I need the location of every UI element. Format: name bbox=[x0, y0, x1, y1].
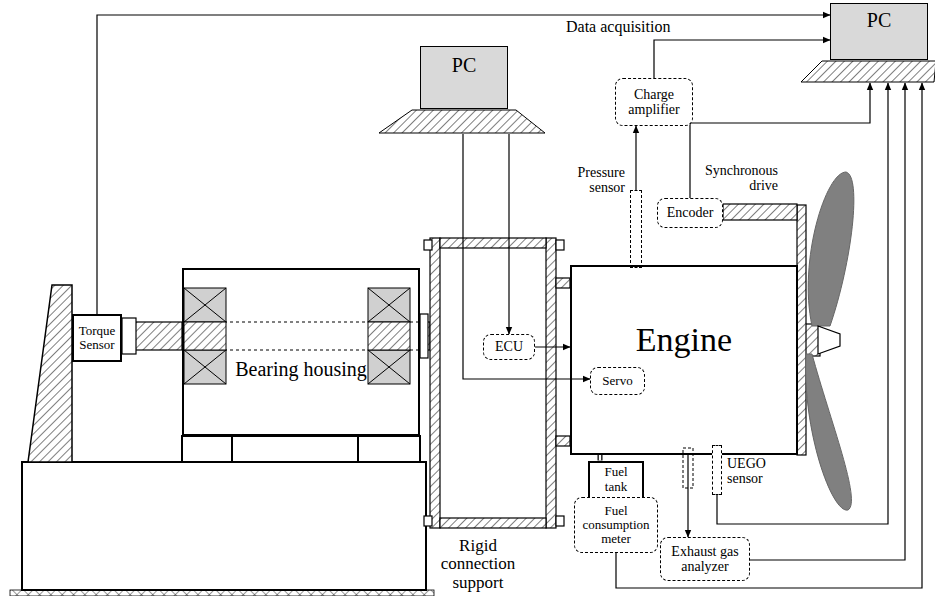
engine-box: EngineServo bbox=[570, 265, 798, 455]
propeller-hub bbox=[818, 326, 840, 354]
signal-connector bbox=[636, 126, 637, 190]
process-box: Encoder bbox=[657, 198, 723, 228]
node-label: UEGO sensor bbox=[727, 456, 799, 487]
connector-line bbox=[635, 126, 636, 190]
text-holder: Encoder bbox=[658, 199, 722, 227]
bearing bbox=[184, 288, 226, 384]
torque-stand bbox=[28, 285, 72, 462]
signal-connector bbox=[690, 83, 870, 198]
signal-connector bbox=[688, 455, 689, 537]
text-holder: Exhaust gas analyzer bbox=[661, 538, 749, 580]
bearing bbox=[368, 288, 410, 384]
part-label: Synchronous drive bbox=[684, 163, 778, 193]
node-label: Torque Sensor bbox=[76, 324, 118, 353]
housing-support bbox=[182, 436, 420, 462]
node-label: Encoder bbox=[667, 205, 714, 220]
connector-line bbox=[717, 83, 888, 524]
connector-line bbox=[687, 455, 688, 537]
propeller-blade bbox=[808, 172, 854, 326]
computer: PC bbox=[378, 46, 546, 134]
node-label: Charge amplifier bbox=[618, 87, 690, 118]
monitor bbox=[421, 47, 508, 109]
node-label: Fuel consumption meter bbox=[577, 504, 655, 547]
text-holder: PC bbox=[420, 46, 508, 83]
signal-connector bbox=[616, 83, 922, 588]
process-box: Servo bbox=[590, 367, 645, 395]
connector-line bbox=[535, 346, 570, 347]
node-label: Engine bbox=[636, 321, 732, 358]
process-box: Charge amplifier bbox=[615, 78, 693, 126]
node-label: Fuel tank bbox=[592, 465, 640, 494]
synchronous-drive-pulley bbox=[797, 205, 806, 455]
keyboard bbox=[801, 61, 935, 82]
support-divider bbox=[231, 436, 233, 462]
signal-connector bbox=[654, 40, 830, 78]
text-holder: Pressure sensor bbox=[553, 165, 625, 196]
part-label: Rigid connection support bbox=[428, 537, 528, 592]
coupling-plate bbox=[420, 314, 428, 358]
connector-line bbox=[654, 40, 830, 78]
tank-box: Fuel tank bbox=[588, 461, 644, 499]
propeller-blade bbox=[806, 354, 852, 510]
node-label: ECU bbox=[495, 339, 523, 354]
node-label: Pressure sensor bbox=[553, 165, 625, 196]
connector-line bbox=[750, 83, 905, 560]
monitor bbox=[831, 4, 928, 60]
process-box: Fuel consumption meter bbox=[574, 497, 658, 553]
connector-line bbox=[508, 134, 509, 334]
annotation-label: Data acquisition bbox=[566, 18, 716, 35]
shaft-flange bbox=[122, 318, 136, 354]
rigid-support-frame bbox=[424, 238, 570, 528]
text-holder: UEGO sensor bbox=[727, 456, 799, 487]
signal-connector bbox=[750, 83, 905, 560]
text-holder: ECU bbox=[484, 335, 534, 359]
process-box: ECU bbox=[483, 334, 535, 360]
text-holder: Bearing housing bbox=[184, 356, 418, 382]
keyboard bbox=[379, 110, 545, 133]
sensor-probe: Pressure sensor bbox=[630, 190, 642, 268]
text-holder: Charge amplifier bbox=[616, 79, 692, 125]
node-label: Exhaust gas analyzer bbox=[663, 544, 747, 575]
node-label: PC bbox=[452, 54, 476, 76]
computer: PC bbox=[800, 3, 935, 83]
encoder-shaft bbox=[723, 204, 797, 220]
test-bed-base bbox=[22, 462, 426, 590]
connector-line bbox=[616, 83, 922, 588]
sensor-probe: UEGO sensor bbox=[712, 445, 722, 495]
signal-connector bbox=[717, 83, 888, 524]
support-divider bbox=[357, 436, 359, 462]
node-label: PC bbox=[867, 9, 891, 31]
text-holder: Engine bbox=[572, 319, 796, 360]
connector-line bbox=[690, 83, 870, 198]
text-holder: Servo bbox=[591, 368, 644, 394]
signal-connector bbox=[509, 134, 510, 334]
node-label: Servo bbox=[602, 374, 632, 388]
process-box: Exhaust gas analyzer bbox=[660, 537, 750, 581]
sensor-box: Torque Sensor bbox=[72, 314, 122, 362]
signal-connector bbox=[535, 347, 570, 348]
text-holder: Fuel tank bbox=[590, 463, 642, 497]
text-holder: PC bbox=[830, 3, 928, 37]
text-holder: Torque Sensor bbox=[74, 316, 120, 360]
housing-box: Bearing housing bbox=[182, 268, 420, 436]
text-holder: Fuel consumption meter bbox=[575, 498, 657, 552]
node-label: Bearing housing bbox=[235, 358, 367, 380]
